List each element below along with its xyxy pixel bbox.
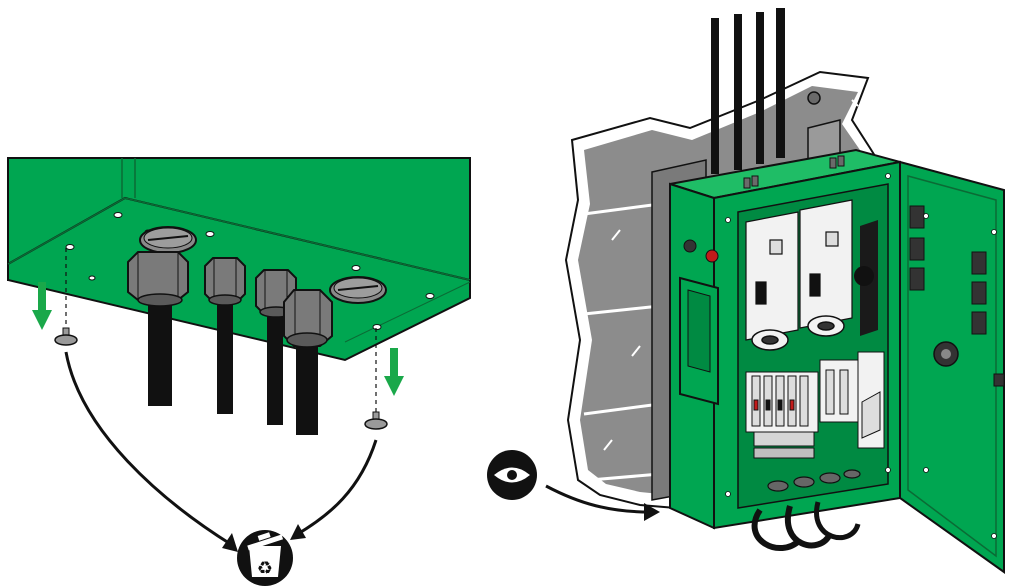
breaker-row: [745, 351, 885, 449]
screw-left: [54, 327, 78, 346]
screw-right: [364, 411, 388, 430]
cable-gland-4: [283, 289, 333, 435]
current-sensors: [751, 315, 845, 351]
cable-gland-2: [204, 257, 246, 414]
down-arrow-left-icon: [32, 282, 52, 330]
cable-gland-3: [255, 269, 297, 425]
control-modules: [745, 199, 853, 341]
open-enclosure-view: [487, 8, 1005, 574]
down-arrow-right-icon: [384, 348, 404, 396]
eye-icon: [487, 450, 537, 500]
door-switches: [909, 205, 987, 335]
enclosure-bottom-view: ♻: [7, 157, 471, 586]
blanking-cap-left: [139, 226, 197, 254]
cable-gland-1: [127, 251, 189, 406]
svg-text:♻: ♻: [257, 558, 273, 579]
inspect-arrow: [545, 484, 651, 514]
bottom-glands: [767, 469, 861, 492]
blanking-cap-right: [329, 276, 387, 304]
curve-arrow-left: [64, 351, 233, 547]
trash-recycle-icon: ♻: [237, 530, 293, 586]
terminal-block: [753, 431, 815, 459]
curve-arrow-right: [295, 439, 378, 537]
